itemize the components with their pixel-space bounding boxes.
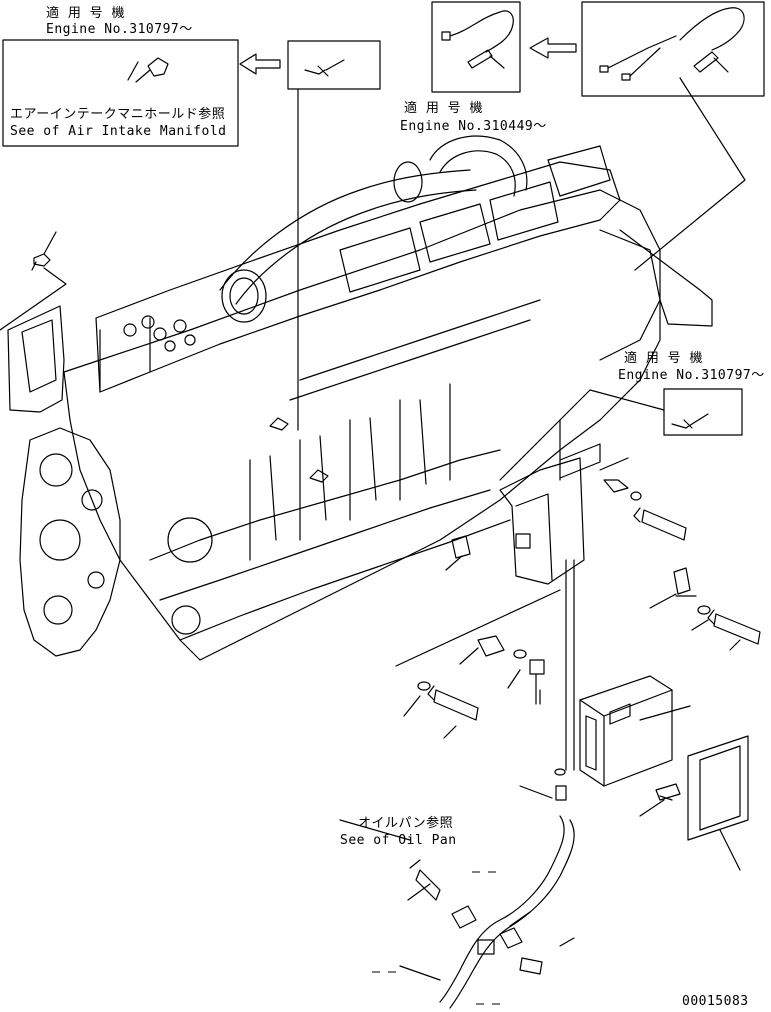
oil-pan-reference-jp: オイルパン参照 bbox=[358, 816, 454, 831]
lower-bolts-left bbox=[395, 589, 561, 739]
oil-pan-reference-en: See of Oil Pan bbox=[340, 833, 457, 848]
air-intake-reference-box bbox=[2, 39, 239, 147]
sensor-box-right bbox=[499, 388, 743, 481]
small-dash-marks bbox=[372, 871, 500, 1005]
applicable-engine-label-middle: 適 用 号 機 bbox=[404, 101, 483, 116]
right-bracket-bolt bbox=[649, 567, 761, 651]
applicable-engine-label-top: 適 用 号 機 bbox=[46, 6, 125, 21]
air-intake-reference-jp: エアーインテークマニホールド参照 bbox=[10, 107, 226, 122]
engine-number-310797-top: Engine No.310797～ bbox=[46, 22, 193, 37]
right-arrow-to-left-icon bbox=[529, 37, 577, 59]
engine-block bbox=[7, 135, 713, 661]
decal-sheet bbox=[687, 735, 749, 871]
left-sensor bbox=[0, 231, 67, 331]
spacer-collar bbox=[445, 535, 471, 571]
drawing-number: 00015083 bbox=[682, 994, 749, 1009]
air-intake-reference-en: See of Air Intake Manifold bbox=[10, 124, 227, 139]
harness-box-large bbox=[581, 1, 765, 271]
harness-box-small bbox=[431, 1, 521, 93]
engine-number-310449: Engine No.310449～ bbox=[400, 119, 547, 134]
left-arrow-icon bbox=[239, 53, 281, 75]
applicable-engine-label-right: 適 用 号 機 bbox=[624, 351, 703, 366]
sensor-inset-box bbox=[287, 40, 381, 431]
oil-pipe-assembly bbox=[339, 785, 575, 1009]
engine-number-310797-right: Engine No.310797～ bbox=[618, 368, 765, 383]
ecm-controller bbox=[554, 559, 691, 817]
ecm-bracket bbox=[499, 419, 687, 585]
